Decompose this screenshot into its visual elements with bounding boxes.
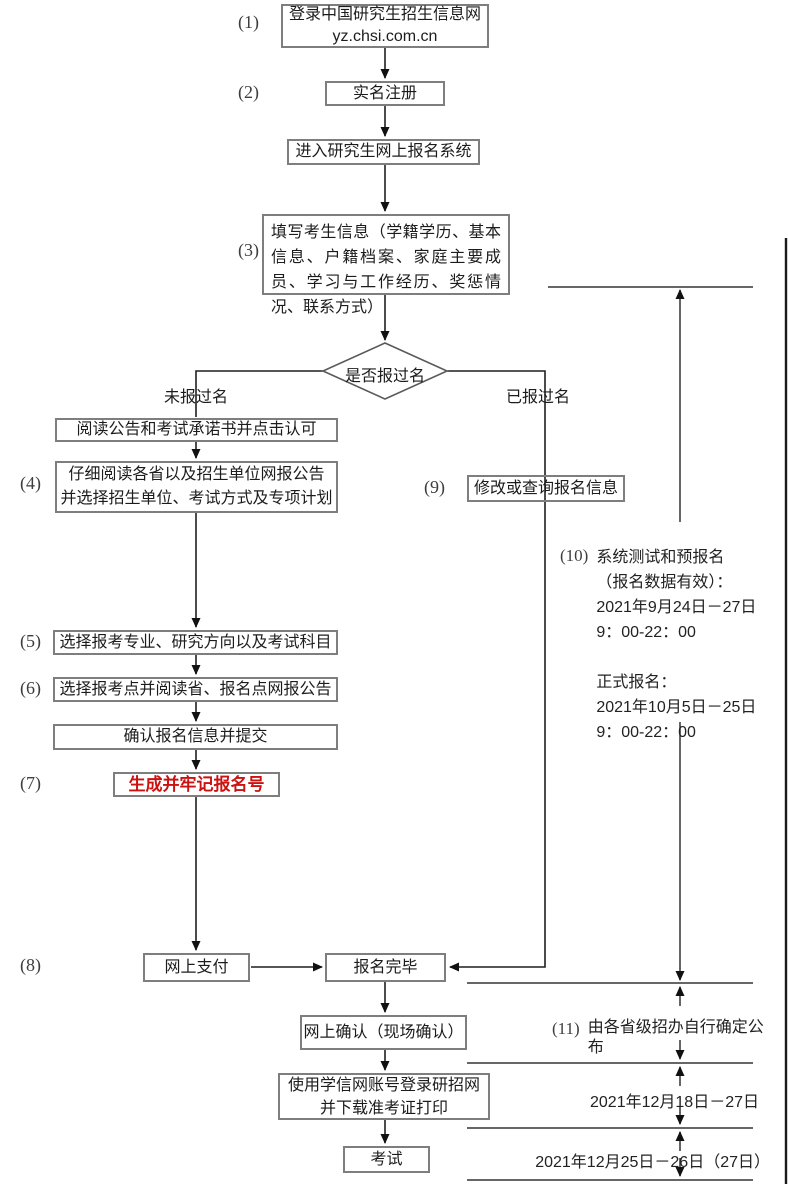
node-choose-exam-point: 选择报考点并阅读省、报名点网报公告 — [53, 677, 338, 702]
node-login: 登录中国研究生招生信息网 yz.chsi.com.cn — [281, 4, 489, 48]
step-3-number: (3) — [238, 240, 259, 260]
step-11-text: 由各省级招办自行确定公布 — [587, 1019, 764, 1056]
step-11-number: (11) — [552, 1019, 580, 1038]
node-exam: 考试 — [343, 1146, 430, 1173]
decision-diamond — [321, 342, 449, 400]
step-1-number: (1) — [238, 12, 259, 32]
step-6-number: (6) — [20, 678, 41, 698]
branch-label-not-registered: 未报过名 — [163, 389, 228, 406]
exam-dates-label: 2021年12月25日－26日（27日） — [535, 1154, 770, 1171]
step-2-number: (2) — [238, 82, 259, 102]
step-10-text: 系统测试和预报名 （报名数据有效）： 2021年9月24日－27日 9：00-2… — [596, 549, 757, 741]
node-real-name-register: 实名注册 — [325, 81, 445, 106]
node-online-pay: 网上支付 — [143, 953, 250, 982]
node-online-confirm: 网上确认（现场确认） — [300, 1015, 467, 1050]
node-download-ticket: 使用学信网账号登录研招网 并下载准考证打印 — [278, 1073, 490, 1120]
decision-label: 是否报过名 — [344, 368, 425, 385]
node-read-notice: 阅读公告和考试承诺书并点击认可 — [55, 418, 338, 442]
line-decision-no — [195, 370, 324, 417]
step-5-number: (5) — [20, 631, 41, 651]
step-8-number: (8) — [20, 955, 41, 975]
annotation-step-11: (11) 由各省级招办自行确定公布 — [552, 1018, 777, 1058]
step-10-number: (10) — [560, 546, 589, 565]
node-read-province-notice: 仔细阅读各省以及招生单位网报公告 并选择招生单位、考试方式及专项计划 — [55, 461, 338, 513]
node-registration-done: 报名完毕 — [325, 953, 446, 982]
step-7-number: (7) — [20, 773, 41, 793]
node-fill-candidate-info: 填写考生信息（学籍学历、基本信息、户籍档案、家庭主要成员、学习与工作经历、奖惩情… — [262, 214, 510, 316]
node-modify-query-info: 修改或查询报名信息 — [467, 475, 625, 502]
step-9-number: (9) — [424, 477, 445, 497]
step-4-number: (4) — [20, 473, 41, 493]
node-generate-number: 生成并牢记报名号 — [113, 772, 280, 797]
confirm-dates-label: 2021年12月18日－27日 — [590, 1094, 759, 1111]
line-decision-yes — [446, 370, 546, 972]
annotation-step-10: (10) 系统测试和预报名 （报名数据有效）： 2021年9月24日－27日 9… — [560, 545, 775, 745]
branch-label-registered: 已报过名 — [505, 389, 570, 406]
node-enter-system: 进入研究生网上报名系统 — [287, 139, 480, 165]
node-confirm-submit: 确认报名信息并提交 — [53, 724, 338, 750]
node-choose-major: 选择报考专业、研究方向以及考试科目 — [53, 630, 338, 655]
